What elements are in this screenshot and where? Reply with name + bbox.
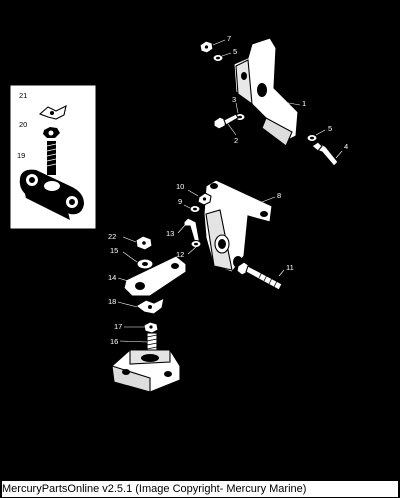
callout-14: 14: [108, 273, 116, 282]
callout-5-upper: 5: [233, 47, 237, 56]
part-6-washer: [212, 53, 224, 63]
part-18-wing: [135, 297, 165, 315]
callout-17: 17: [114, 322, 122, 331]
part-11-bolt: [236, 261, 283, 291]
callout-4: 4: [344, 142, 348, 151]
part-8-mount-bracket: [203, 179, 273, 273]
part-12-washer: [190, 239, 202, 249]
part-4-bolt: [311, 141, 339, 167]
callout-1: 1: [302, 99, 306, 108]
inset-part-20-shape: [43, 127, 60, 138]
inset-part-19-shape: [46, 141, 57, 175]
callout-18: 18: [108, 297, 116, 306]
callout-19: 19: [17, 151, 25, 160]
part-17-nut: [143, 321, 159, 334]
callout-15: 15: [110, 246, 118, 255]
callout-3: 3: [232, 95, 236, 104]
copyright-caption: MercuryPartsOnline v2.5.1 (Image Copyrig…: [2, 481, 398, 497]
inset-mount-base: [19, 169, 84, 220]
part-22-nut: [135, 235, 153, 251]
leader-lines: [26, 39, 343, 343]
part-9-washer: [189, 204, 201, 214]
part-14-link: [123, 255, 187, 297]
callout-7: 7: [227, 34, 231, 43]
callout-11: 11: [286, 263, 294, 272]
callout-21: 21: [19, 91, 27, 100]
callout-10: 10: [176, 182, 184, 191]
part-10-nut: [197, 192, 212, 206]
part-1-bracket: [233, 37, 299, 147]
callout-2: 2: [234, 136, 238, 145]
base-mount: [111, 349, 181, 393]
callout-labels: 1 2 3 4 5 5 7 8 9 10 11 12 13 14 15 16 1…: [17, 34, 348, 346]
inset-part-21-shape: [38, 104, 67, 120]
callout-12: 12: [176, 250, 184, 259]
part-7-nut: [199, 40, 214, 54]
inset-assembly: [10, 85, 96, 229]
callout-20: 20: [19, 120, 27, 129]
part-15-washer: [136, 258, 154, 270]
exploded-parts-diagram: 1 2 3 4 5 5 7 8 9 10 11 12 13 14 15 16 1…: [10, 34, 348, 393]
callout-22: 22: [108, 232, 116, 241]
part-5-washer-right: [306, 133, 318, 143]
callout-16: 16: [110, 337, 118, 346]
callout-9: 9: [178, 197, 182, 206]
callout-13: 13: [166, 229, 174, 238]
part-2-bolt: [213, 113, 239, 130]
callout-5-right: 5: [328, 124, 332, 133]
callout-8: 8: [277, 191, 281, 200]
